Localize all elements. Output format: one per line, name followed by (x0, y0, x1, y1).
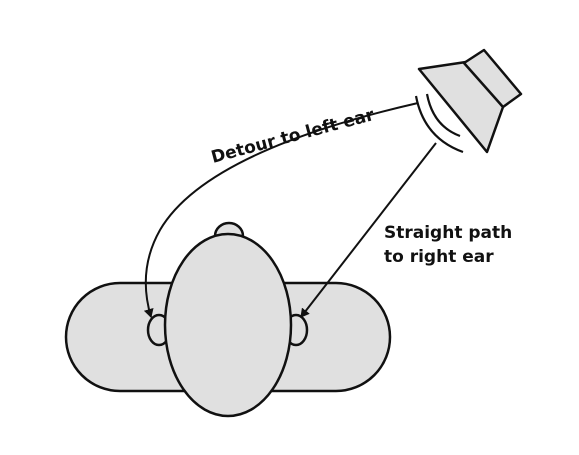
straight-label-line2: to right ear (384, 247, 494, 267)
detour-path-arrow (143, 102, 419, 318)
speaker-magnet (462, 48, 523, 109)
straight-label-line1: Straight path (384, 223, 512, 243)
detour-label: Detour to left ear (209, 105, 377, 168)
speaker-wave-inner (425, 93, 461, 138)
straight-path-arrow (300, 142, 437, 318)
loudspeaker-icon (414, 48, 523, 154)
head (163, 232, 293, 418)
